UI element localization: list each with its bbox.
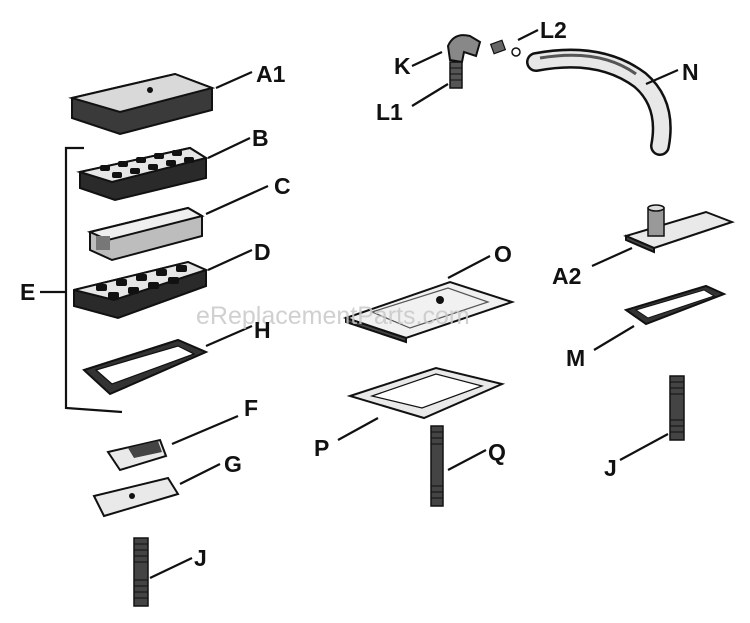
label-l1: L1 [376,99,403,125]
part-d-holder-plate [73,260,209,320]
part-j-stud-right [669,375,685,441]
part-labels: A1 B C D E H F G J K L1 L2 N O A2 M P Q … [20,17,699,571]
part-k-elbow [446,34,482,64]
label-a1: A1 [256,61,286,87]
label-g: G [224,451,242,477]
label-l2: L2 [540,17,567,43]
part-m-gasket [623,284,727,326]
label-c: C [274,173,291,199]
label-j-left: J [194,545,207,571]
label-d: D [254,239,271,265]
label-q: Q [488,439,506,465]
part-n-tube [526,48,672,156]
part-q-stud [430,425,444,507]
bracket-e [64,146,123,414]
part-h-gasket [82,338,209,396]
label-k: K [394,53,411,79]
label-o: O [494,241,512,267]
part-f-plate [106,438,168,472]
part-a1-cover [68,72,216,136]
label-m: M [566,345,585,371]
label-j-right: J [604,455,617,481]
part-o-base-plate [342,280,516,344]
part-l2-fittings [489,39,521,57]
label-p: P [314,435,329,461]
part-g-plate [92,476,180,518]
part-a2-base [623,204,735,254]
label-h: H [254,317,271,343]
part-c-filter-element [86,206,205,262]
part-b-element-holder [76,146,209,202]
label-n: N [682,59,699,85]
label-e: E [20,279,35,305]
label-f: F [244,395,258,421]
part-p-gasket [346,366,506,420]
part-j-stud-left [133,537,149,607]
leader-lines [40,29,679,579]
watermark: eReplacementParts.com [196,302,470,330]
part-l1-fitting [449,61,463,89]
label-a2: A2 [552,263,581,289]
label-b: B [252,125,269,151]
